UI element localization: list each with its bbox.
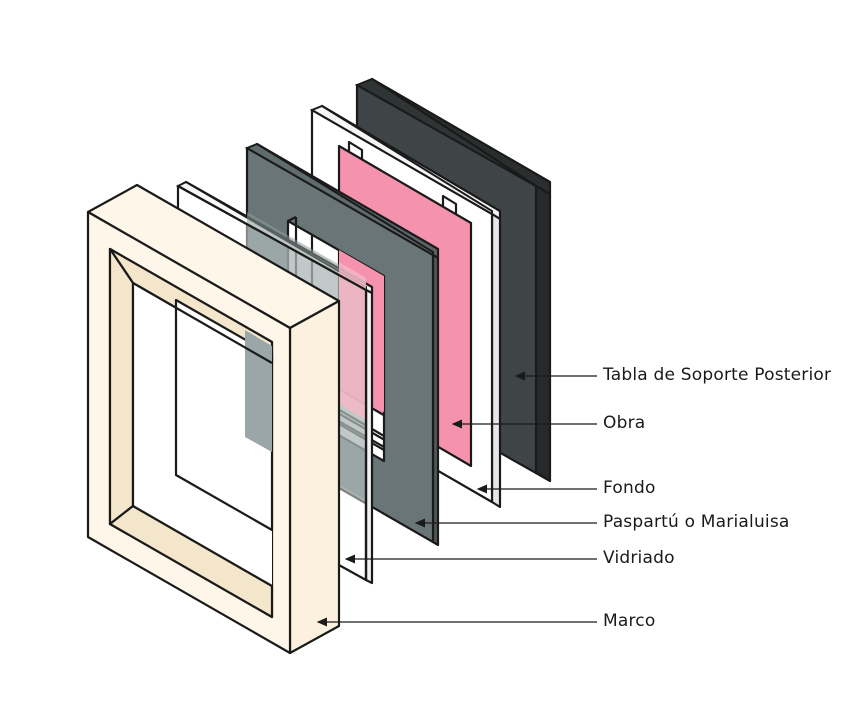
label-frame: Marco: [603, 611, 656, 631]
leader-lines: [316, 371, 597, 627]
label-backing: Fondo: [603, 478, 656, 498]
label-mat: Paspartú o Marialuisa: [603, 512, 790, 532]
label-backing-board: Tabla de Soporte Posterior: [603, 365, 832, 385]
frame-layer: [86, 183, 341, 655]
label-artwork: Obra: [603, 413, 646, 433]
label-glazing: Vidriado: [603, 548, 675, 568]
